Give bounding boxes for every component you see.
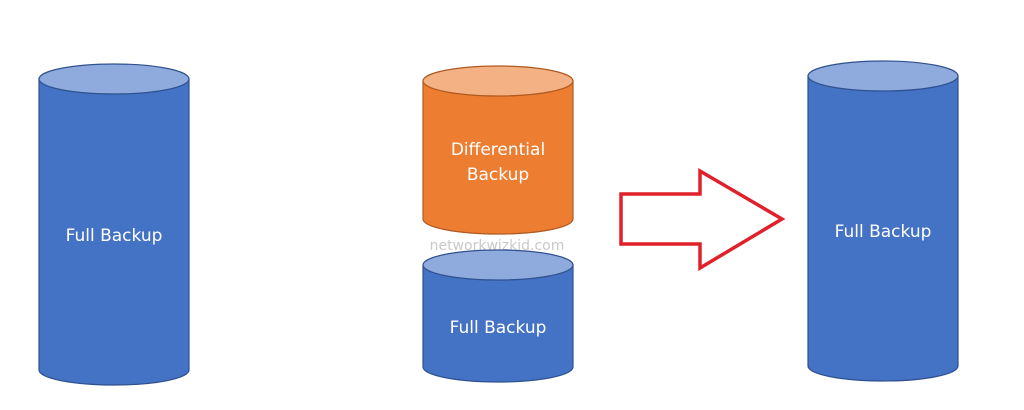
- left-cylinder-body: [38, 78, 190, 386]
- middle-full-cylinder-label: Full Backup: [450, 318, 547, 338]
- differential-backup-cylinder: Differential Backup: [422, 65, 574, 235]
- differential-cylinder-top: [422, 65, 574, 97]
- differential-cylinder-label-line1: Differential: [451, 140, 545, 160]
- watermark-text: networkwizkid.com: [430, 238, 565, 254]
- differential-cylinder-label-line2: Backup: [467, 165, 529, 185]
- left-cylinder-label: Full Backup: [66, 226, 163, 246]
- left-full-backup-cylinder: Full Backup: [38, 63, 190, 386]
- middle-full-cylinder-body: [422, 264, 574, 383]
- left-cylinder-top: [38, 63, 190, 95]
- right-cylinder-label: Full Backup: [835, 222, 932, 242]
- middle-full-cylinder-top: [422, 249, 574, 281]
- right-arrow-outline-icon: [619, 167, 786, 272]
- differential-cylinder-body: [422, 80, 574, 235]
- right-cylinder-top: [807, 60, 959, 92]
- middle-full-backup-cylinder: Full Backup: [422, 249, 574, 383]
- right-cylinder-body: [807, 75, 959, 382]
- right-full-backup-cylinder: Full Backup: [807, 60, 959, 382]
